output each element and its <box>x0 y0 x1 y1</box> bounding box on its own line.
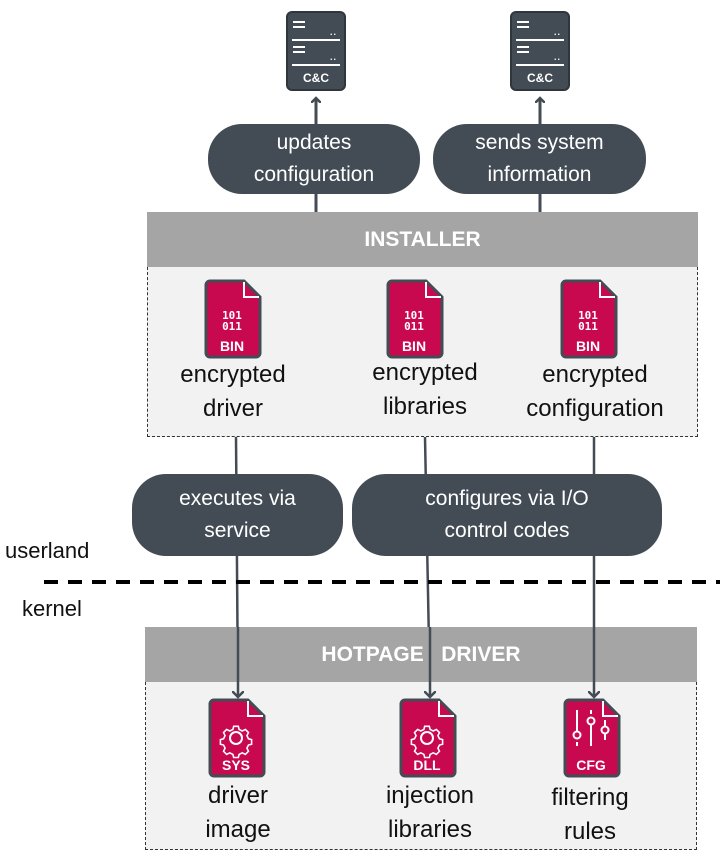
svg-text:BIN: BIN <box>402 338 426 354</box>
svg-text:CFG: CFG <box>576 757 606 773</box>
pill-line: control codes <box>444 519 570 542</box>
gear-icon <box>219 725 253 759</box>
cnc-label: C&C <box>527 71 553 85</box>
pill-line: executes via <box>179 487 296 510</box>
dll-file-icon: DLL <box>399 698 457 778</box>
bin-file-icon: 101 011 BIN <box>204 279 262 359</box>
pill-line: sends system <box>475 131 604 154</box>
cnc-server-2: .. .. C&C <box>510 11 570 91</box>
executes-via-service-pill: executes via service <box>132 474 343 556</box>
cfg-file-icon: CFG <box>563 698 621 778</box>
sys-file-icon: SYS <box>208 698 266 778</box>
installer-header: INSTALLER <box>147 212 698 267</box>
bin-file-icon: 101 011 BIN <box>386 279 444 359</box>
configures-via-io-pill: configures via I/O control codes <box>352 474 662 556</box>
svg-text:BIN: BIN <box>576 338 600 354</box>
svg-text:DLL: DLL <box>413 757 441 773</box>
svg-text:BIN: BIN <box>220 338 244 354</box>
updates-configuration-pill: updates configuration <box>208 124 420 194</box>
pill-line: updates <box>276 131 352 154</box>
pill-line: service <box>204 519 271 542</box>
pill-line: information <box>487 163 592 186</box>
bin-file-icon: 101 011 BIN <box>560 279 618 359</box>
hotpage-driver-header: HOTPAGE DRIVER <box>145 627 697 682</box>
pill-line: configuration <box>253 163 375 186</box>
pill-line: configures via I/O <box>425 487 589 510</box>
sends-system-information-pill: sends system information <box>433 124 646 194</box>
svg-text:011: 011 <box>222 320 242 333</box>
userland-label: userland <box>5 538 90 563</box>
svg-text:SYS: SYS <box>222 757 250 773</box>
sliders-icon <box>572 710 610 746</box>
svg-text:011: 011 <box>578 320 598 333</box>
svg-text:101: 101 <box>578 309 598 322</box>
gear-icon <box>410 725 444 759</box>
cnc-server-1: .. .. C&C <box>286 11 346 91</box>
kernel-label: kernel <box>22 596 82 621</box>
svg-text:101: 101 <box>222 309 242 322</box>
svg-text:011: 011 <box>404 320 424 333</box>
cnc-label: C&C <box>303 71 329 85</box>
svg-text:101: 101 <box>404 309 424 322</box>
